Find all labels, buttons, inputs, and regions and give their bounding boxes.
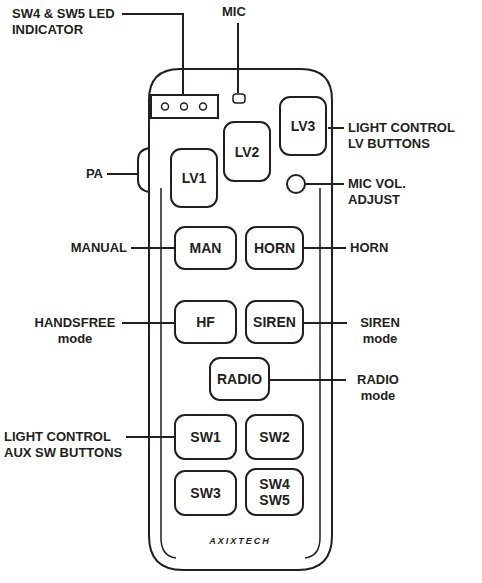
button-label: LV2 (235, 144, 260, 160)
remote-button: SIREN (245, 300, 304, 344)
remote-button: LV3 (279, 96, 327, 156)
button-label: SW3 (190, 485, 220, 501)
button-label: SW4 SW5 (258, 476, 292, 508)
remote-button: MAN (174, 226, 237, 270)
aux-callout: LIGHT CONTROL AUX SW BUTTONS (4, 429, 124, 461)
manual-callout: MANUAL (71, 240, 127, 256)
pa-button (138, 148, 149, 192)
remote-button: SW2 (245, 414, 304, 460)
button-label: HORN (254, 240, 295, 256)
lv-callout: LIGHT CONTROL LV BUTTONS (348, 120, 466, 152)
button-label: HF (196, 314, 215, 330)
brand-logo: AXIXTECH (209, 536, 271, 546)
radio-callout: RADIO mode (349, 372, 407, 404)
remote-button: HORN (245, 226, 304, 270)
button-label: SW2 (259, 429, 289, 445)
button-label: MAN (190, 240, 222, 256)
remote-button: SW1 (174, 414, 237, 460)
remote-button: HF (174, 300, 237, 344)
volume-knob (287, 175, 305, 193)
mic-callout: MIC (222, 4, 246, 20)
handsfree-callout: HANDSFREE mode (30, 315, 120, 347)
button-label: SW1 (190, 429, 220, 445)
mic-hole (233, 94, 245, 103)
button-label: LV1 (182, 170, 207, 186)
volume-callout: MIC VOL. ADJUST (348, 176, 420, 208)
remote-button: SW3 (174, 470, 237, 516)
remote-button: LV1 (170, 148, 218, 208)
remote-button: RADIO (209, 357, 270, 401)
button-label: RADIO (217, 371, 262, 387)
remote-body: AXIXTECHLV1LV2LV3MANHORNHFSIRENRADIOSW1S… (148, 68, 333, 571)
pa-callout: PA (86, 166, 103, 182)
led-callout: SW4 & SW5 LED INDICATOR (12, 6, 118, 38)
remote-button: SW4 SW5 (245, 468, 304, 516)
remote-button: LV2 (223, 121, 271, 182)
horn-callout: HORN (350, 240, 388, 256)
button-label: SIREN (253, 314, 296, 330)
siren-callout: SIREN mode (351, 315, 409, 347)
button-label: LV3 (291, 118, 316, 134)
led-box (151, 95, 218, 118)
